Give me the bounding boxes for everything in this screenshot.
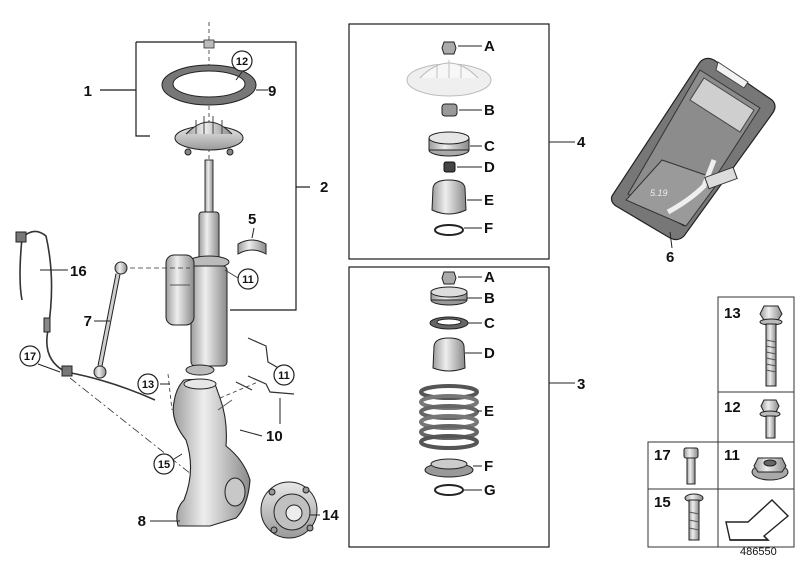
svg-text:5.19: 5.19 — [650, 188, 668, 198]
fastener-label-12: 12 — [724, 399, 741, 416]
callout-15: 15 — [153, 453, 175, 475]
svg-text:11: 11 — [278, 370, 290, 382]
flange-bolt-icon — [759, 399, 781, 439]
label-3: 3 — [577, 376, 585, 393]
wheel-speed-sensor — [15, 230, 156, 401]
callout-12: 12 — [231, 50, 253, 72]
svg-text:12: 12 — [236, 56, 248, 68]
kit-box-3: 3 A B C D — [348, 266, 585, 548]
label-9: 9 — [268, 83, 276, 100]
long-hex-bolt-icon — [759, 305, 783, 387]
label-16: 16 — [70, 263, 87, 280]
label-2: 2 — [320, 179, 328, 196]
torx-bolt-icon — [684, 493, 704, 541]
box3-letter-e: E — [484, 403, 494, 420]
strut-assembly: 1 2 5 7 8 9 10 14 16 12 11 11 13 15 — [15, 22, 339, 539]
arrow-icon — [725, 499, 790, 541]
fastener-label-15: 15 — [654, 494, 671, 511]
label-10: 10 — [266, 428, 283, 445]
fastener-panel: 13 12 17 11 15 — [647, 296, 795, 548]
box3-letter-a: A — [484, 269, 495, 286]
callout-11-upper: 11 — [237, 268, 259, 290]
coil-spring — [419, 384, 479, 450]
steering-knuckle — [172, 378, 251, 527]
label-7: 7 — [84, 313, 92, 330]
label-1: 1 — [84, 83, 92, 100]
svg-text:11: 11 — [242, 274, 254, 286]
box4-letter-a: A — [484, 38, 495, 55]
reference-number: 486550 — [740, 546, 777, 558]
shock-absorber — [165, 159, 230, 376]
box3-letter-b: B — [484, 290, 495, 307]
svg-text:13: 13 — [142, 379, 154, 391]
svg-text:15: 15 — [158, 459, 170, 471]
callout-11-lower: 11 — [273, 364, 295, 386]
box4-letter-e: E — [484, 192, 494, 209]
box3-letter-d: D — [484, 345, 495, 362]
box3-letter-g: G — [484, 482, 496, 499]
box3-letter-f: F — [484, 458, 493, 475]
box4-letter-d: D — [484, 159, 495, 176]
label-4: 4 — [577, 134, 586, 151]
box4-letter-c: C — [484, 138, 495, 155]
wheel-hub — [260, 481, 318, 539]
fastener-label-11: 11 — [724, 447, 740, 464]
fastener-label-13: 13 — [724, 305, 741, 322]
box4-letter-b: B — [484, 102, 495, 119]
label-5: 5 — [248, 211, 256, 228]
callout-13: 13 — [137, 373, 159, 395]
tool-kit-case: 5.19 6 — [610, 57, 776, 266]
box4-letter-f: F — [484, 220, 493, 237]
label-8: 8 — [138, 513, 146, 530]
top-mount — [174, 116, 244, 156]
flange-nut-icon — [751, 457, 789, 481]
socket-bolt-icon — [683, 447, 699, 485]
box3-letter-c: C — [484, 315, 495, 332]
bracket — [235, 337, 295, 424]
svg-text:17: 17 — [24, 351, 36, 363]
label-6: 6 — [666, 249, 674, 266]
callout-17: 17 — [19, 345, 41, 367]
clamp-ring — [237, 239, 267, 255]
label-14: 14 — [322, 507, 339, 524]
kit-box-4: 4 A B C D E F — [348, 23, 586, 260]
top-mount-seal — [161, 64, 257, 106]
stabilizer-link — [93, 261, 128, 379]
fastener-label-17: 17 — [654, 447, 671, 464]
